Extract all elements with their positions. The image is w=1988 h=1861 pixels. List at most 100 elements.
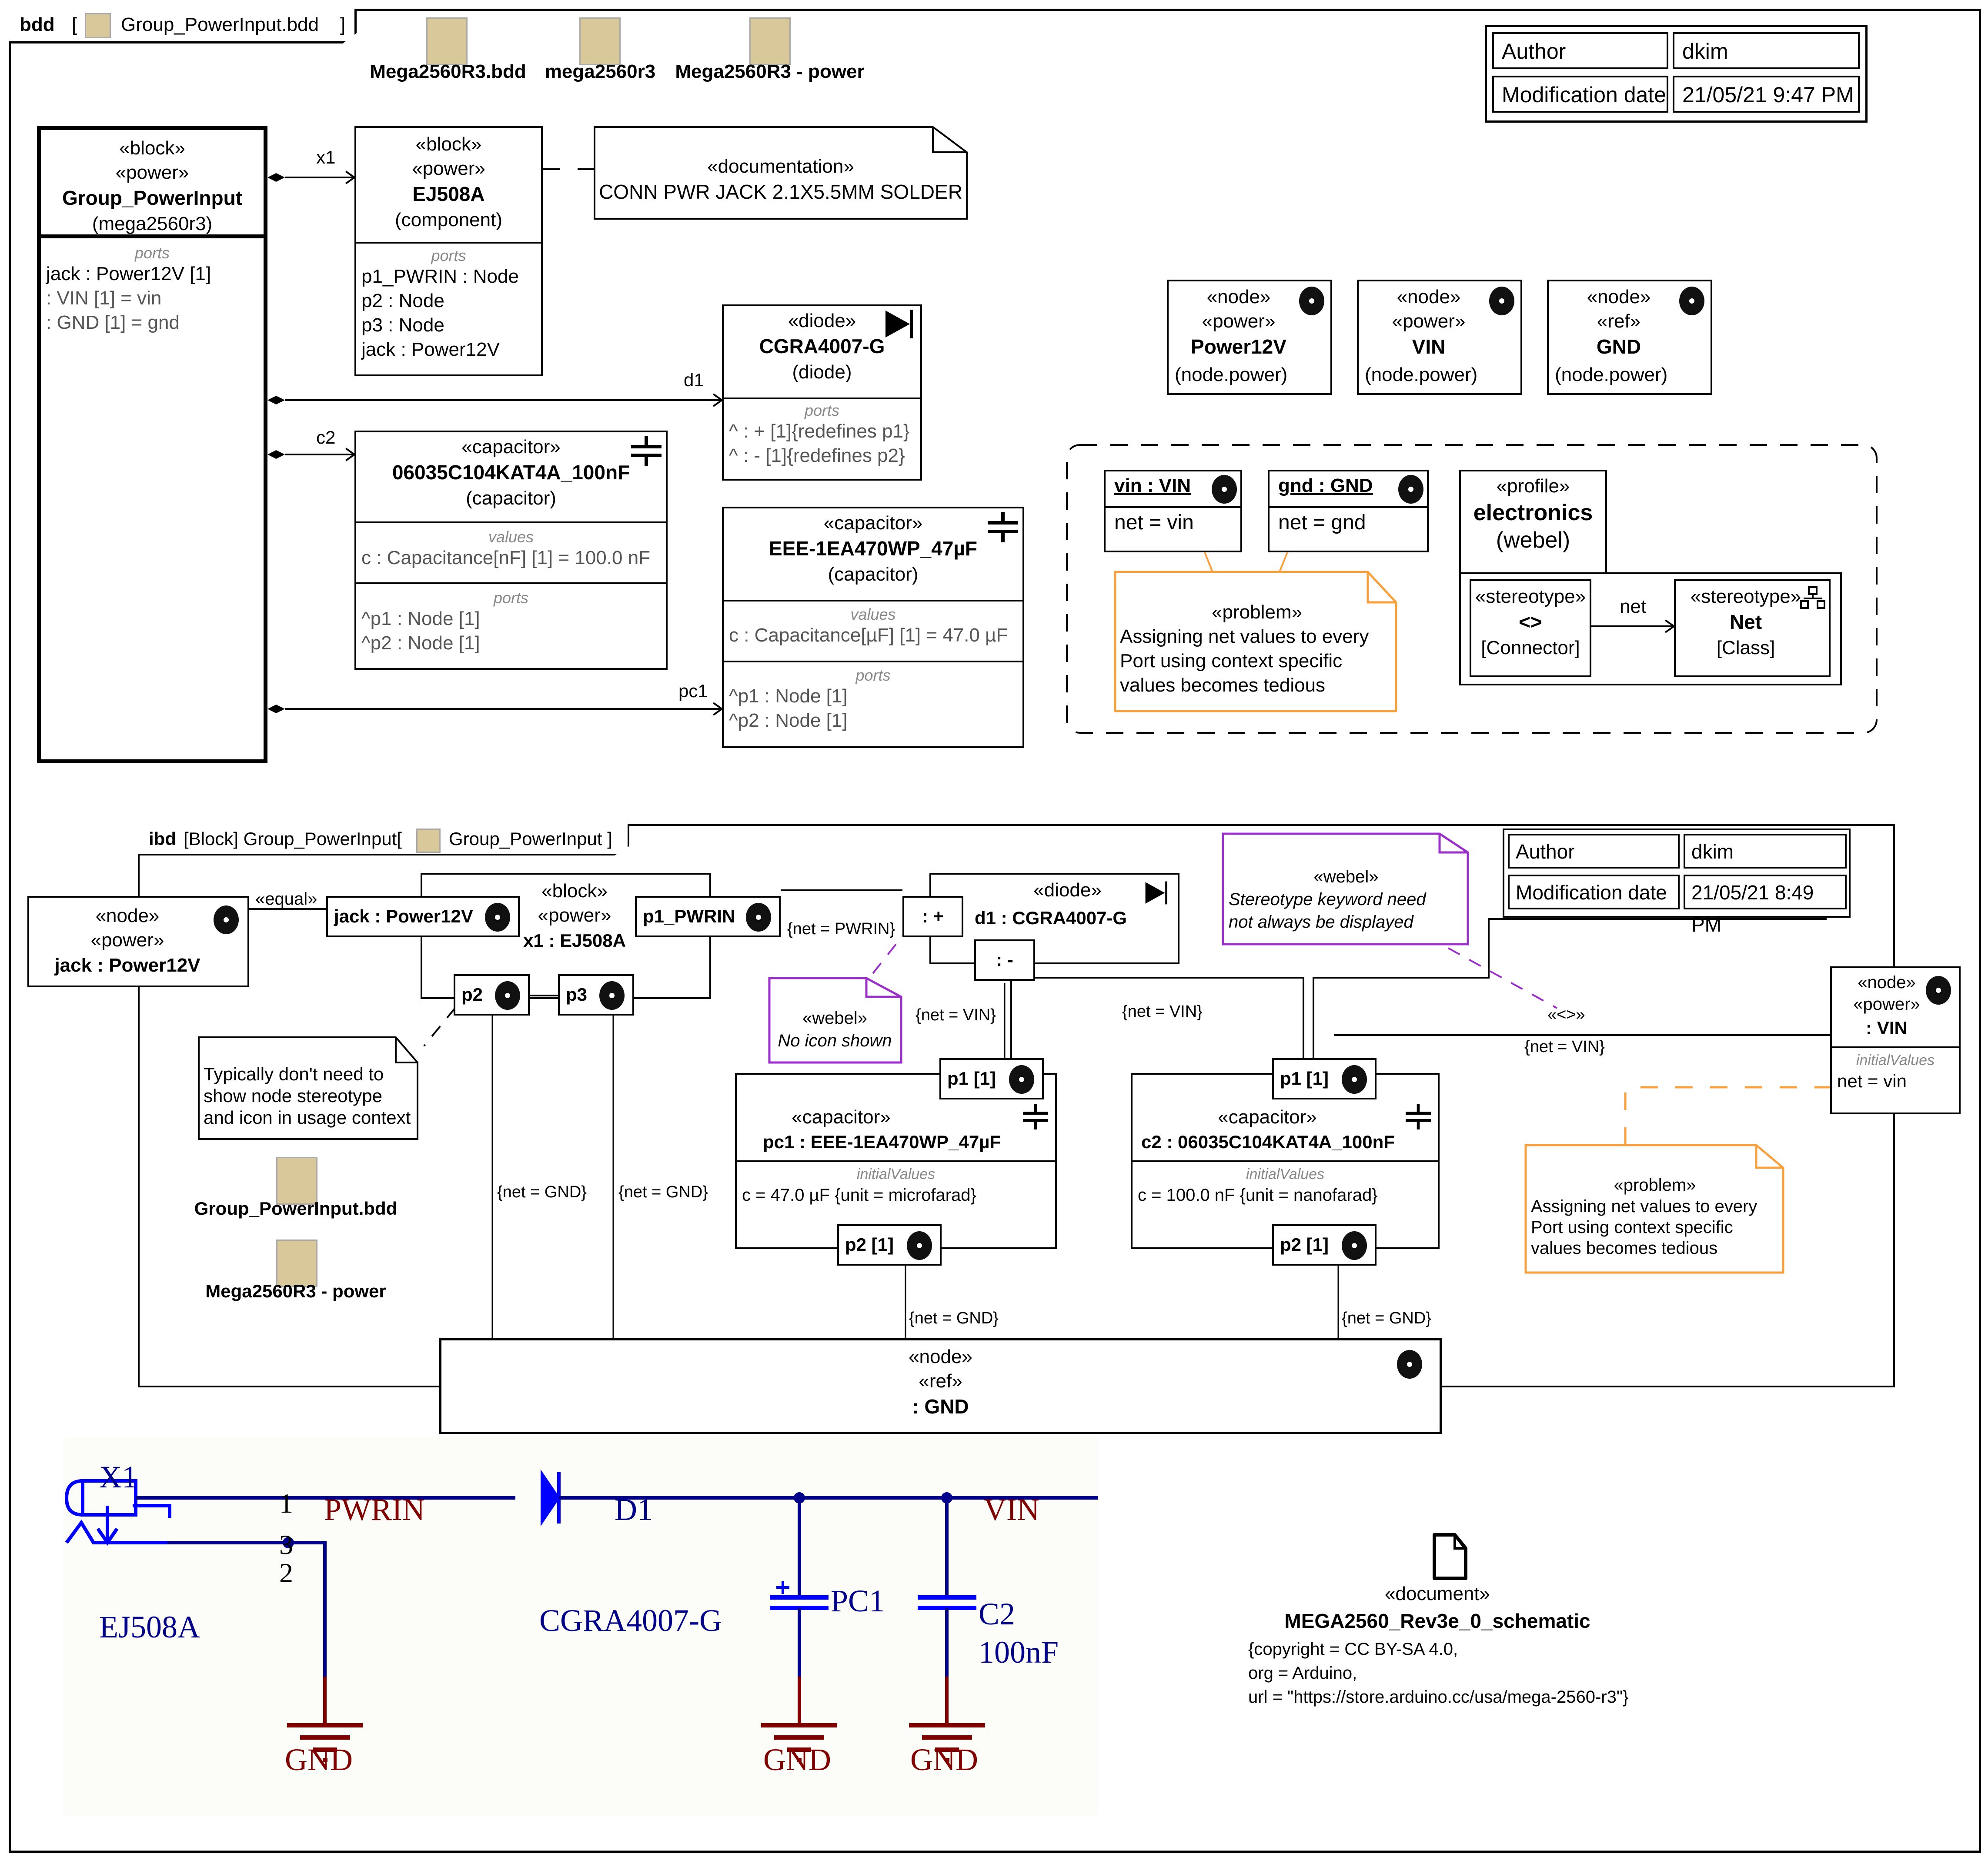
instance-vin[interactable]: vin : VIN net = vin [1104, 470, 1242, 552]
stereotype-connector[interactable]: «stereotype» <> [Connector] [1470, 579, 1591, 677]
bdd-diagram-icon [426, 17, 468, 65]
port-p3[interactable]: p3 [558, 974, 634, 1016]
value-row: c : Capacitance[nF] [1] = 100.0 nF [361, 547, 651, 568]
association-pc1 [267, 702, 724, 716]
role-c2: c2 [316, 427, 336, 448]
ibd-node-vin[interactable]: «node» «power» : VIN initialValues net =… [1830, 966, 1961, 1114]
documentation-note-shape [594, 126, 968, 220]
port-row: jack : Power12V [1] [46, 263, 211, 284]
sch-d1: D1 [615, 1492, 653, 1527]
port-row: ^p1 : Node [1] [729, 685, 848, 707]
ibd-info-table: Author dkim Modification date 21/05/21 8… [1503, 829, 1851, 936]
documentation-note[interactable]: «documentation» CONN PWR JACK 2.1X5.5MM … [599, 156, 962, 203]
bdd-info-table: Author dkim Modification date 21/05/21 9… [1485, 25, 1868, 123]
profile-association-arrow [1591, 619, 1676, 633]
capacitor-icon [988, 512, 1018, 542]
node-icon [746, 903, 771, 932]
connector-vin-right [1334, 1034, 1830, 1036]
instance-gnd[interactable]: gnd : GND net = gnd [1268, 470, 1429, 552]
diagram-link-mega2560r3-power[interactable]: Mega2560R3 - power [665, 17, 874, 87]
problem-note-ibd[interactable]: «problem» Assigning net values to every … [1531, 1176, 1757, 1258]
port-pc1-p1[interactable]: p1 [1] [939, 1058, 1044, 1099]
node-icon [485, 903, 510, 932]
port-p1-pwrin[interactable]: p1_PWRIN [635, 896, 781, 937]
node-icon [1398, 475, 1423, 504]
port-c2-p1[interactable]: p1 [1] [1272, 1058, 1377, 1099]
port-d1-plus[interactable]: : + [902, 896, 963, 937]
date-value: 21/05/21 9:47 PM [1673, 76, 1860, 113]
sch-ej508a: EJ508A [99, 1610, 200, 1644]
port-row: jack : Power12V [361, 339, 500, 360]
node-icon [1679, 287, 1704, 315]
ibd-node-gnd[interactable]: «node» «ref» : GND [439, 1338, 1442, 1434]
diagram-link-mega2560r3-bdd[interactable]: Mega2560R3.bdd [361, 17, 535, 87]
net-label-vin-d1: {net = VIN} [915, 1006, 996, 1024]
block-group-powerinput[interactable]: «block» «power» Group_PowerInput (mega25… [37, 126, 267, 763]
node-icon [1926, 976, 1951, 1005]
port-row: p3 : Node [361, 314, 444, 336]
sch-diode-part: CGRA4007-G [539, 1603, 722, 1638]
association-x1 [267, 170, 356, 184]
port-pc1-p2[interactable]: p2 [1] [837, 1224, 942, 1266]
sch-gnd-1: GND [285, 1742, 353, 1777]
port-c2-p2[interactable]: p2 [1] [1272, 1224, 1377, 1266]
usage-note[interactable]: Typically don't need to show node stereo… [204, 1064, 411, 1128]
port-p2[interactable]: p2 [454, 974, 530, 1016]
node-icon [214, 905, 239, 934]
net-label-gnd-p2: {net = GND} [497, 1183, 587, 1201]
node-icon [1397, 1350, 1422, 1379]
ibd-frame-header: ibd [Block] Group_PowerInput[ Group_Powe… [138, 824, 629, 855]
node-icon [599, 981, 625, 1010]
sch-x1: X1 [99, 1460, 137, 1494]
port-d1-minus[interactable]: : - [974, 939, 1035, 981]
node-gnd[interactable]: «node» «ref» GND (node.power) [1547, 280, 1712, 395]
stereotype-net[interactable]: «stereotype» Net [Class] [1674, 579, 1831, 677]
sch-pc1: PC1 [831, 1584, 885, 1618]
port-row: : VIN [1] = vin [46, 287, 162, 309]
sch-vin: VIN [984, 1492, 1039, 1527]
bdd-frame-name: Group_PowerInput.bdd [121, 14, 319, 35]
capacitor-icon [631, 436, 662, 466]
profile-electronics[interactable]: «profile» electronics (webel) [1459, 470, 1607, 574]
sch-pin2: 2 [279, 1557, 293, 1588]
capacitor-icon [1023, 1104, 1048, 1129]
ibd-diagram-icon [276, 1240, 317, 1287]
block-capacitor-47uf[interactable]: «capacitor» EEE-1EA470WP_47µF (capacitor… [722, 507, 1024, 748]
ibd-part-c2[interactable]: «capacitor» c2 : 06035C104KAT4A_100nF in… [1131, 1073, 1440, 1249]
note-anchor-line [543, 168, 594, 170]
connector-stereotype: «<>» [1547, 1006, 1585, 1024]
webel-note-no-icon[interactable]: «webel» No icon shown [778, 1009, 892, 1050]
port-row: ^ : + [1]{redefines p1} [729, 421, 910, 442]
sch-c2-value: 100nF [979, 1635, 1059, 1670]
author-label: Author [1492, 32, 1668, 69]
diagram-link-mega2560r3[interactable]: mega2560r3 [539, 17, 661, 87]
bdd-diagram-icon [85, 13, 111, 38]
node-icon [1489, 287, 1514, 315]
ibd-node-jack[interactable]: «node» «power» jack : Power12V [27, 896, 249, 987]
net-label-pwrin: {net = PWRIN} [787, 920, 895, 938]
association-c2 [267, 448, 356, 461]
block-capacitor-100nf[interactable]: «capacitor» 06035C104KAT4A_100nF (capaci… [354, 431, 668, 670]
problem-note-shape [1114, 552, 1397, 712]
node-power12v[interactable]: «node» «power» Power12V (node.power) [1167, 280, 1332, 395]
port-row: p1_PWRIN : Node [361, 266, 519, 287]
ibd-diagram-icon [579, 17, 621, 65]
webel-note-keyword-shape [1222, 832, 1469, 946]
net-label-gnd-p3: {net = GND} [618, 1183, 708, 1201]
webel-note-keyword[interactable]: «webel» Stereotype keyword need not alwa… [1229, 867, 1426, 932]
node-icon [907, 1231, 932, 1260]
port-jack[interactable]: jack : Power12V [326, 896, 520, 937]
node-vin[interactable]: «node» «power» VIN (node.power) [1357, 280, 1522, 395]
bdd-frame [9, 9, 1981, 1853]
net-label-gnd-pc1: {net = GND} [909, 1309, 999, 1327]
ibd-diagram-icon [416, 829, 441, 853]
port-row: ^p2 : Node [1] [729, 710, 848, 731]
ibd-part-d1[interactable]: «diode» d1 : CGRA4007-G [929, 873, 1179, 964]
ibd-part-pc1[interactable]: «capacitor» pc1 : EEE-1EA470WP_47µF init… [735, 1073, 1057, 1249]
value-row: c : Capacitance[µF] [1] = 47.0 µF [729, 625, 1008, 646]
problem-note-bdd[interactable]: «problem» Assigning net values to every … [1120, 601, 1369, 696]
role-x1: x1 [316, 147, 336, 167]
network-icon [1800, 586, 1825, 609]
block-ej508a[interactable]: «block» «power» EJ508A (component) ports… [354, 126, 543, 376]
block-diode-cgra4007[interactable]: «diode» CGRA4007-G (diode) ports ^ : + [… [722, 304, 922, 481]
